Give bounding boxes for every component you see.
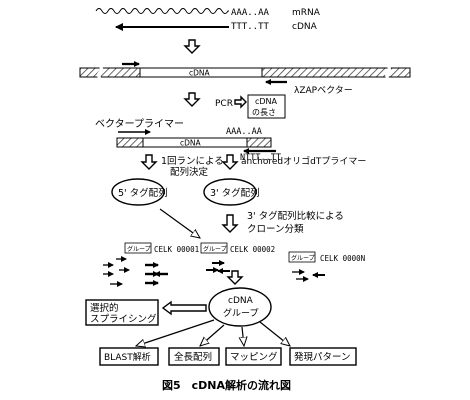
- pcr-label: PCR: [215, 99, 233, 109]
- one-run-label-2: 配列決定: [170, 166, 209, 178]
- celk-00001-label: CELK 00001: [154, 245, 199, 254]
- mrna-label: mRNA: [292, 8, 321, 18]
- down-hollow-arrow-icon: [221, 154, 239, 170]
- expression-label: 発現パターン: [294, 351, 351, 363]
- full-length-box: [168, 347, 220, 366]
- one-run-label-1: 1回ランによる: [161, 156, 224, 167]
- group-tag-1: [124, 242, 152, 254]
- to-full-length-arrow: [200, 324, 225, 346]
- vector-right-hatch: [261, 67, 411, 78]
- cdna-group-label-1: cDNA: [228, 296, 254, 306]
- tag5-ellipse: [111, 178, 165, 206]
- left-hollow-arrow-icon: [161, 300, 207, 316]
- blast-box: [99, 347, 159, 366]
- cdna-length-label-2: の長さ: [252, 108, 276, 117]
- tag3-ellipse: [203, 178, 257, 206]
- blast-label: BLAST解析: [104, 351, 151, 363]
- compare-label-1: 3' タグ配列比較による: [247, 210, 344, 222]
- group-tag-2: [200, 242, 228, 254]
- cdna-group-label-2: グループ: [223, 307, 258, 319]
- celk-00002-label: CELK 00002: [230, 245, 275, 254]
- zap-vector-label: λZAPベクター: [294, 85, 353, 96]
- mapping-label: マッピング: [230, 351, 278, 363]
- cdna-tail-label: TTT..TT: [231, 22, 270, 32]
- compare-label-2: クローン分類: [247, 224, 304, 235]
- vector-primer-label: ベクタープライマー: [95, 118, 184, 130]
- seq-bar-left-hatch: [116, 137, 144, 148]
- vector-break-left: [97, 64, 103, 80]
- figure-caption: 図5 cDNA解析の流れ図: [162, 378, 291, 392]
- seq-cdna-label: cDNA: [180, 139, 202, 148]
- full-length-label: 全長配列: [174, 351, 212, 363]
- right-hollow-arrow-icon: [234, 95, 247, 109]
- celk-0000n-label: CELK 0000N: [320, 254, 365, 263]
- vector-cdna-label: cDNA: [189, 69, 211, 78]
- down-hollow-arrow-icon: [140, 154, 158, 170]
- tag5-label: 5' タグ配列: [118, 187, 168, 199]
- to-expression-arrow: [259, 321, 290, 346]
- group-tag-2-label: グループ: [203, 245, 227, 253]
- mrna-wave: [95, 8, 229, 14]
- vector-break-right: [385, 64, 391, 80]
- alt-splicing-label-2: スプライシング: [90, 313, 157, 325]
- cdna-group-ellipse: [208, 287, 272, 327]
- down-hollow-arrow-icon: [183, 39, 201, 54]
- vector-left-hatch: [79, 67, 141, 78]
- nttt-label: NTTT..TT: [240, 153, 281, 163]
- anchored-primer-label: anchoredオリゴdTプライマー: [241, 155, 366, 167]
- tag5-to-groups-arrow: [159, 208, 200, 238]
- group-tag-3-label: グループ: [291, 254, 315, 262]
- cdna-length-label-1: cDNA: [255, 97, 278, 106]
- seq-tail-label: AAA..AA: [226, 127, 262, 137]
- alt-splicing-label-1: 選択的: [90, 302, 119, 314]
- group-tag-1-label: グループ: [127, 245, 151, 253]
- to-blast-arrow: [136, 319, 215, 346]
- to-mapping-arrow: [242, 326, 244, 346]
- down-hollow-arrow-icon: [221, 214, 239, 233]
- cdna-label: cDNA: [292, 22, 318, 32]
- tag3-label: 3' タグ配列: [210, 187, 260, 199]
- group-tag-3: [288, 251, 316, 263]
- expression-box: [289, 347, 357, 366]
- seq-bar-right-hatch: [246, 137, 272, 148]
- alt-splicing-box: [85, 299, 159, 326]
- mapping-box: [225, 347, 282, 366]
- mrna-tail-label: AAA..AA: [231, 8, 270, 18]
- down-hollow-arrow-icon: [226, 270, 244, 285]
- down-hollow-arrow-icon: [183, 92, 201, 107]
- cdna-length-box: [247, 94, 286, 119]
